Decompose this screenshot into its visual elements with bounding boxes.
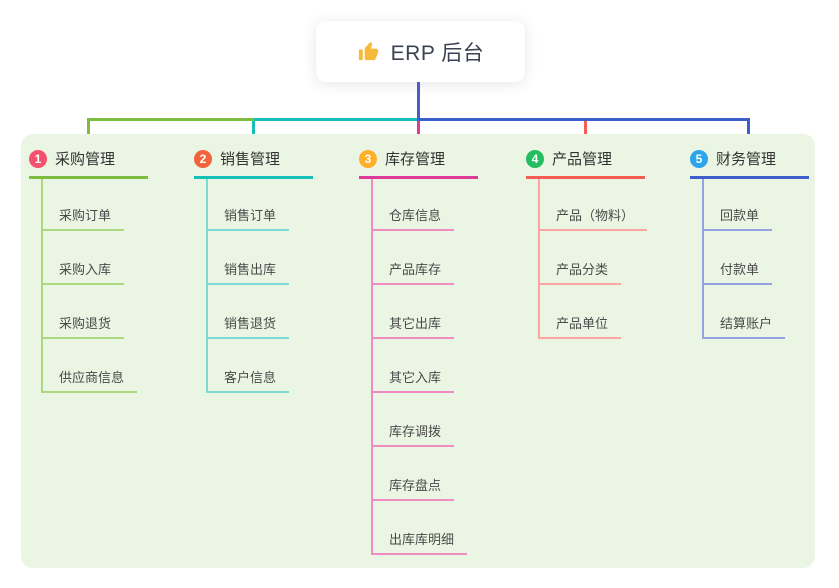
branch-number-badge: 1 <box>29 149 47 168</box>
branch-children: 仓库信息产品库存其它出库其它入库库存调拨库存盘点出库库明细 <box>371 179 478 555</box>
child-node-label: 库存盘点 <box>373 475 455 501</box>
branch-node-label: 采购管理 <box>55 151 116 168</box>
branch-inventory: 3 库存管理 仓库信息产品库存其它出库其它入库库存调拨库存盘点出库库明细 <box>359 148 478 555</box>
child-node[interactable]: 其它出库 <box>373 285 478 339</box>
child-node[interactable]: 仓库信息 <box>373 179 478 231</box>
child-node-label: 其它出库 <box>373 313 455 339</box>
branch-sales: 2 销售管理 销售订单销售出库销售退货客户信息 <box>194 148 313 393</box>
child-node-label: 产品（物料） <box>540 205 648 231</box>
child-node-label: 采购入库 <box>43 259 125 285</box>
branch-node[interactable]: 2 销售管理 <box>194 148 313 179</box>
child-node[interactable]: 付款单 <box>704 231 809 285</box>
child-node-label: 仓库信息 <box>373 205 455 231</box>
child-node[interactable]: 出库库明细 <box>373 501 478 555</box>
child-node-label: 采购订单 <box>43 205 125 231</box>
root-connector-line <box>417 82 420 118</box>
root-node-label: ERP 后台 <box>390 41 485 65</box>
branch-number-badge: 4 <box>526 149 544 168</box>
child-node-label: 产品单位 <box>540 313 622 339</box>
thumbs-up-icon <box>357 40 380 63</box>
child-node[interactable]: 库存盘点 <box>373 447 478 501</box>
child-node[interactable]: 库存调拨 <box>373 393 478 447</box>
branch-node-label: 产品管理 <box>552 151 613 168</box>
branch-node-label: 财务管理 <box>716 151 777 168</box>
child-node[interactable]: 采购订单 <box>43 179 148 231</box>
child-node[interactable]: 产品库存 <box>373 231 478 285</box>
child-node[interactable]: 产品分类 <box>540 231 647 285</box>
branch-product: 4 产品管理 产品（物料） 产品分类产品单位 <box>526 148 648 339</box>
branch2-drop-line <box>252 118 255 142</box>
child-node-label: 销售出库 <box>208 259 290 285</box>
child-node-label: 出库库明细 <box>373 529 468 555</box>
child-node-label: 库存调拨 <box>373 421 455 447</box>
child-node[interactable]: 结算账户 <box>704 285 809 339</box>
connector-segment-right <box>417 118 750 121</box>
child-node-label: 销售订单 <box>208 205 290 231</box>
branch-node-label: 库存管理 <box>385 151 446 168</box>
child-node[interactable]: 销售订单 <box>208 179 313 231</box>
child-node-label: 结算账户 <box>704 313 786 339</box>
branch-children: 采购订单采购入库采购退货供应商信息 <box>41 179 148 393</box>
root-node[interactable]: ERP 后台 <box>316 21 525 82</box>
child-node[interactable]: 回款单 <box>704 179 809 231</box>
child-node-label: 销售退货 <box>208 313 290 339</box>
child-node-label: 回款单 <box>704 205 773 231</box>
child-node[interactable]: 采购退货 <box>43 285 148 339</box>
child-node-label: 产品库存 <box>373 259 455 285</box>
branch-number-badge: 2 <box>194 149 212 168</box>
child-node-label: 供应商信息 <box>43 367 138 393</box>
child-node[interactable]: 客户信息 <box>208 339 313 393</box>
child-node[interactable]: 采购入库 <box>43 231 148 285</box>
child-node-label: 采购退货 <box>43 313 125 339</box>
child-node[interactable]: 产品单位 <box>540 285 647 339</box>
child-node-label: 付款单 <box>704 259 773 285</box>
branch-node[interactable]: 4 产品管理 <box>526 148 645 179</box>
branch-purchase: 1 采购管理 采购订单采购入库采购退货供应商信息 <box>29 148 148 393</box>
branch-node[interactable]: 5 财务管理 <box>690 148 809 179</box>
branches-panel <box>21 134 815 568</box>
child-node[interactable]: 供应商信息 <box>43 339 148 393</box>
child-node[interactable]: 销售出库 <box>208 231 313 285</box>
child-node[interactable]: 销售退货 <box>208 285 313 339</box>
branch-number-badge: 3 <box>359 149 377 168</box>
branch1-drop-line <box>87 118 90 142</box>
branch-finance: 5 财务管理 回款单付款单结算账户 <box>690 148 809 339</box>
connector-segment-left <box>87 118 254 121</box>
branch-children: 销售订单销售出库销售退货客户信息 <box>206 179 313 393</box>
branch-node-label: 销售管理 <box>220 151 281 168</box>
branch5-drop-line <box>747 118 750 142</box>
branch-number-badge: 5 <box>690 149 708 168</box>
branch-children: 回款单付款单结算账户 <box>702 179 809 339</box>
branch-children: 产品（物料） 产品分类产品单位 <box>538 179 648 339</box>
branch-node[interactable]: 1 采购管理 <box>29 148 148 179</box>
child-node[interactable]: 产品（物料） <box>540 179 648 231</box>
branch3-drop-line <box>417 121 420 142</box>
child-node-label: 客户信息 <box>208 367 290 393</box>
branch-node[interactable]: 3 库存管理 <box>359 148 478 179</box>
child-node-label: 产品分类 <box>540 259 622 285</box>
connector-segment-mid <box>254 118 417 121</box>
branch4-drop-line <box>584 118 587 142</box>
child-node[interactable]: 其它入库 <box>373 339 478 393</box>
child-node-label: 其它入库 <box>373 367 455 393</box>
